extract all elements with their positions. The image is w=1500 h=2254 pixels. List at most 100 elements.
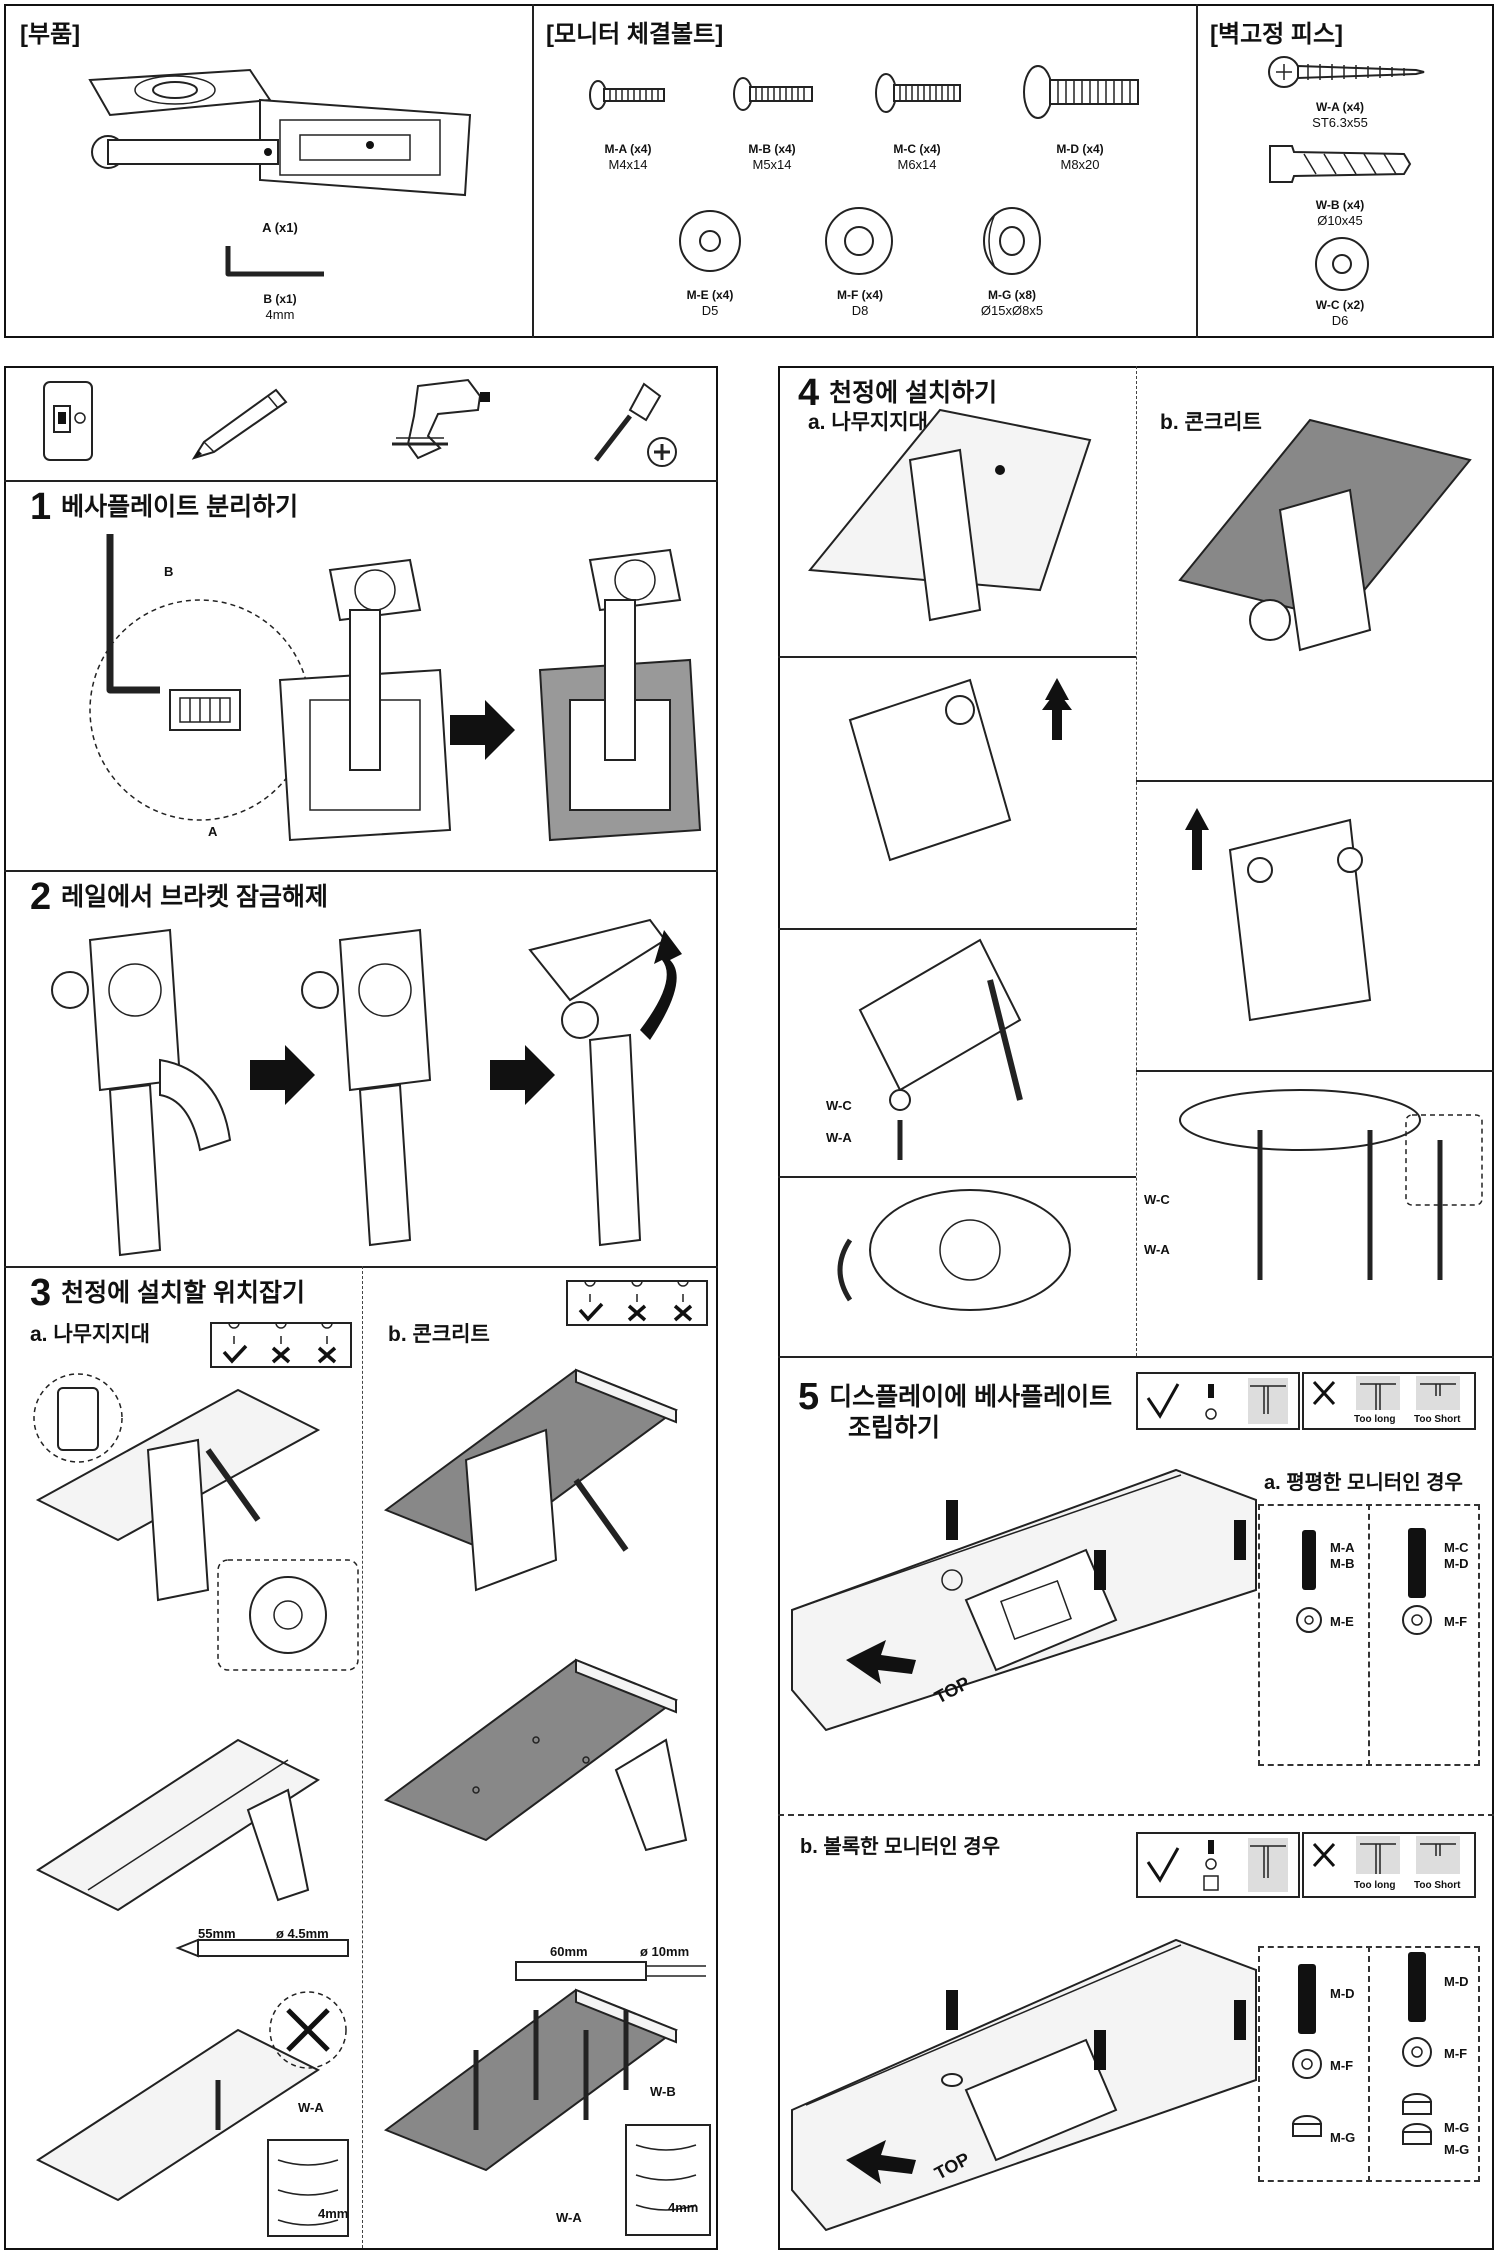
curved-label-m-g-c: M-G <box>1444 2142 1470 2157</box>
washer-w-c-icon <box>1315 237 1369 291</box>
step-4-concrete-subtitle: b. 콘크리트 <box>1160 411 1262 434</box>
divider <box>4 480 718 482</box>
label-b: B <box>164 564 174 579</box>
curved-label-m-g-a: M-G <box>1330 2130 1356 2145</box>
divider <box>1368 1504 1370 1766</box>
curved-label-m-f-a: M-F <box>1330 2058 1354 2073</box>
screw-w-a-label: W-A (x4)ST6.3x55 <box>1312 100 1368 130</box>
bolt-length-wrong-legend <box>1302 1372 1476 1430</box>
step-5-curved-subtitle: b. 볼록한 모니터인 경우 <box>800 1836 1001 1858</box>
step-3-concrete-subtitle: b. 콘크리트 <box>388 1323 490 1346</box>
curved-label-m-g-b: M-G <box>1444 2120 1470 2135</box>
bolt-m-b-label: M-B (x4)M5x14 <box>748 142 796 172</box>
washer-w-c-label: W-C (x2)D6 <box>1315 298 1365 328</box>
part-a-label: A (x1) <box>262 220 298 235</box>
divider <box>1136 1070 1494 1072</box>
bolt-m-d-icon <box>1023 65 1139 119</box>
too-long-label-curved: Too long <box>1354 1880 1396 1891</box>
divider <box>1196 4 1198 338</box>
drill-bit-10mm: ø 10mm <box>640 1944 690 1959</box>
screw-w-a-icon <box>1268 56 1425 88</box>
keyhole-legend-concrete <box>566 1275 708 1326</box>
screwdriver-icon <box>594 382 677 467</box>
wall-fixings-title: [벽고정 피스] <box>1210 21 1344 48</box>
curved-ok-legend <box>1136 1832 1300 1898</box>
step-5-flat-illustration <box>791 1468 1257 1732</box>
divider <box>778 656 1136 658</box>
pencil-icon <box>191 388 288 460</box>
dim-55mm: 55mm <box>198 1926 236 1941</box>
bolt-length-ok-legend <box>1136 1372 1300 1430</box>
parts-title: [부품] <box>20 21 81 48</box>
flat-label-m-c: M-C <box>1444 1540 1469 1555</box>
step-4-wood-illustration <box>808 408 1092 1311</box>
label-a: A <box>208 824 218 839</box>
step-2-illustration <box>51 918 682 1257</box>
gap-4mm-wood: 4mm <box>318 2206 349 2221</box>
too-short-label: Too Short <box>1414 1414 1461 1425</box>
label-w-b-concrete: W-B <box>650 2084 676 2099</box>
flat-label-m-d: M-D <box>1444 1556 1469 1571</box>
divider <box>778 928 1136 930</box>
stud-finder-icon <box>43 381 93 461</box>
drill-icon <box>392 378 490 460</box>
washer-m-f-label: M-F (x4)D8 <box>837 288 883 318</box>
mount-bracket-illustration <box>88 68 472 197</box>
too-short-label-curved: Too Short <box>1414 1880 1461 1891</box>
step-4-concrete-label-w-a: W-A <box>1144 1242 1170 1257</box>
curved-wrong-legend <box>1302 1832 1476 1898</box>
curved-bolt-d-icon <box>1292 1964 1322 2137</box>
step-3-concrete-illustration <box>383 1368 711 2236</box>
flat-label-m-f: M-F <box>1444 1614 1468 1629</box>
step-4-label-w-a: W-A <box>826 1130 852 1145</box>
drill-bit-4-5mm: ø 4.5mm <box>276 1926 329 1941</box>
part-b-label: B (x1)4mm <box>263 292 297 322</box>
flat-label-m-b: M-B <box>1330 1556 1355 1571</box>
step-5-flat-subtitle: a. 평평한 모니터인 경우 <box>1264 1472 1463 1494</box>
label-w-a-concrete: W-A <box>556 2210 582 2225</box>
washer-m-f-icon <box>825 207 893 275</box>
divider <box>778 1176 1136 1178</box>
dim-60mm: 60mm <box>550 1944 588 1959</box>
bolt-m-a-label: M-A (x4)M4x14 <box>604 142 652 172</box>
bolt-m-d-label: M-D (x4)M8x20 <box>1056 142 1104 172</box>
divider <box>4 870 718 872</box>
divider <box>4 1266 718 1268</box>
hex-key-illustration <box>225 246 324 277</box>
anchor-w-b-label: W-B (x4)Ø10x45 <box>1315 198 1365 228</box>
step-5-title-line2: 조립하기 <box>848 1414 941 1442</box>
step-1-illustration <box>89 534 702 842</box>
gap-4mm-concrete: 4mm <box>668 2200 699 2215</box>
washer-m-e-label: M-E (x4)D5 <box>686 288 734 318</box>
step-3-wood-subtitle: a. 나무지지대 <box>30 1323 150 1346</box>
divider <box>362 1266 363 2248</box>
anchor-w-b-icon <box>1269 145 1412 183</box>
curved-bolt-d-stack-icon <box>1402 1952 1432 2145</box>
spacer-m-g-icon <box>983 207 1041 275</box>
flat-bolt-a-b-icon <box>1296 1530 1322 1633</box>
washer-m-e-icon <box>679 210 741 272</box>
flat-label-m-a: M-A <box>1330 1540 1355 1555</box>
step-3-wood-illustration <box>33 1373 359 2237</box>
step-4-concrete-illustration <box>1178 418 1483 1280</box>
too-long-label: Too long <box>1354 1414 1396 1425</box>
bolt-m-c-label: M-C (x4)M6x14 <box>893 142 941 172</box>
keyhole-legend-wood <box>210 1317 352 1368</box>
spacer-m-g-label: M-G (x8)Ø15xØ8x5 <box>980 288 1044 318</box>
step-4-wood-subtitle: a. 나무지지대 <box>808 411 928 434</box>
curved-label-m-d-b: M-D <box>1444 1974 1469 1989</box>
divider <box>778 1356 1494 1358</box>
divider <box>1136 366 1137 1356</box>
curved-label-m-f-b: M-F <box>1444 2046 1468 2061</box>
divider <box>1136 780 1494 782</box>
flat-bolt-c-d-icon <box>1402 1528 1432 1635</box>
parts-header-panel <box>4 4 1494 338</box>
bolt-m-c-icon <box>875 73 961 113</box>
divider <box>1368 1946 1370 2182</box>
curved-label-m-d-a: M-D <box>1330 1986 1355 2001</box>
